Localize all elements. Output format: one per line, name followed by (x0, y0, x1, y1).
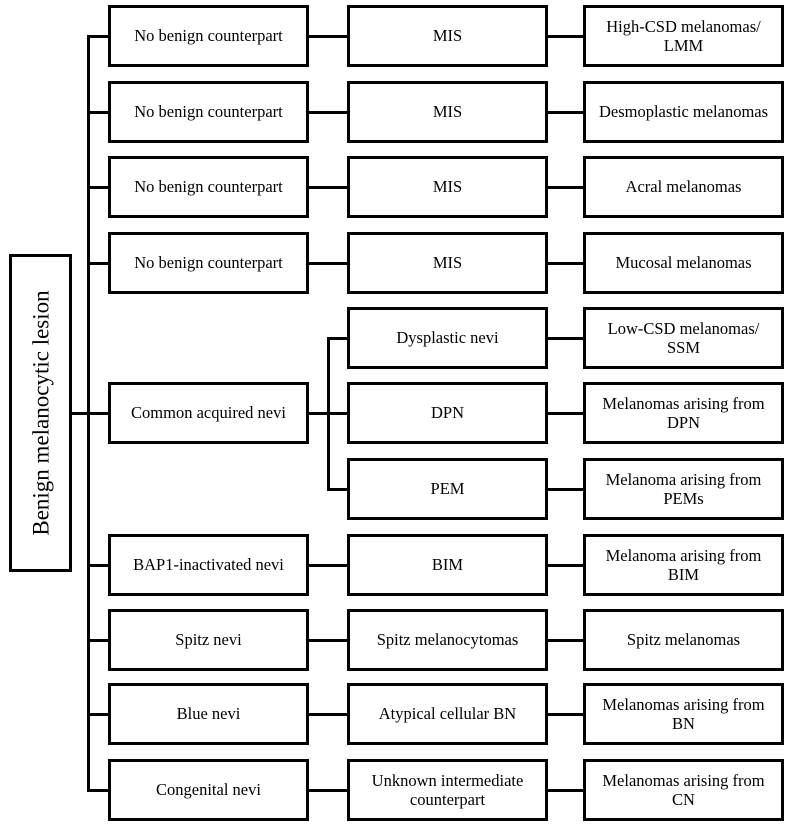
connector-c2c3-row10 (548, 713, 583, 716)
node-intermediate-dysplastic-nevi: Dysplastic nevi (347, 307, 548, 369)
connector-c1c2-row9 (309, 639, 347, 642)
node-intermediate-atypical-cellular-bn: Atypical cellular BN (347, 683, 548, 745)
node-benign-row3: No benign counterpart (108, 156, 309, 218)
connector-c1c2-row3 (309, 186, 347, 189)
connector-c2c3-row5 (548, 337, 583, 340)
connector-c2c3-row4 (548, 262, 583, 265)
node-malignant-acral: Acral melanomas (583, 156, 784, 218)
node-malignant-from-pems: Melanoma arising from PEMs (583, 458, 784, 520)
node-benign-spitz-nevi: Spitz nevi (108, 609, 309, 671)
node-benign-blue-nevi: Blue nevi (108, 683, 309, 745)
node-intermediate-pem: PEM (347, 458, 548, 520)
connector-c1c2-row10 (309, 713, 347, 716)
connector-trunk-row8 (88, 564, 108, 567)
node-benign-common-acquired-nevi: Common acquired nevi (108, 382, 309, 444)
node-intermediate-bim: BIM (347, 534, 548, 596)
node-malignant-spitz-melanomas: Spitz melanomas (583, 609, 784, 671)
node-benign-row4: No benign counterpart (108, 232, 309, 294)
node-benign-row1: No benign counterpart (108, 5, 309, 67)
root-label: Benign melanocytic lesion (27, 290, 53, 536)
connector-c1c2-row8 (309, 564, 347, 567)
node-malignant-high-csd-lmm: High-CSD melanomas/ LMM (583, 5, 784, 67)
connector-c2c3-row8 (548, 564, 583, 567)
node-intermediate-unknown-counterpart: Unknown intermediate counterpart (347, 759, 548, 821)
connector-trunk-row11 (88, 789, 108, 792)
connector-c1c2-row2 (309, 111, 347, 114)
connector-branch-common-acquired (327, 337, 330, 491)
connector-trunk-row4 (88, 262, 108, 265)
node-root-benign-melanocytic-lesion: Benign melanocytic lesion (9, 254, 72, 572)
node-malignant-mucosal: Mucosal melanomas (583, 232, 784, 294)
node-intermediate-row3: MIS (347, 156, 548, 218)
connector-trunk-row3 (88, 186, 108, 189)
node-malignant-from-bim: Melanoma arising from BIM (583, 534, 784, 596)
connector-branch-pem (328, 488, 347, 491)
node-malignant-from-bn: Melanomas arising from BN (583, 683, 784, 745)
connector-trunk-row1 (88, 35, 108, 38)
connector-c2c3-row7 (548, 488, 583, 491)
connector-trunk-row6 (88, 412, 108, 415)
node-malignant-desmoplastic: Desmoplastic melanomas (583, 81, 784, 143)
node-intermediate-row1: MIS (347, 5, 548, 67)
connector-trunk-row9 (88, 639, 108, 642)
connector-c1c2-row1 (309, 35, 347, 38)
connector-trunk-row2 (88, 111, 108, 114)
connector-c2c3-row11 (548, 789, 583, 792)
connector-c1c2-row11 (309, 789, 347, 792)
connector-c2c3-row1 (548, 35, 583, 38)
connector-trunk-row10 (88, 713, 108, 716)
node-malignant-from-cn: Melanomas arising from CN (583, 759, 784, 821)
node-malignant-low-csd-ssm: Low-CSD melanomas/ SSM (583, 307, 784, 369)
connector-root-to-trunk (72, 412, 90, 415)
node-benign-congenital-nevi: Congenital nevi (108, 759, 309, 821)
connector-c2c3-row2 (548, 111, 583, 114)
connector-c2c3-row3 (548, 186, 583, 189)
connector-c2c3-row9 (548, 639, 583, 642)
node-intermediate-row2: MIS (347, 81, 548, 143)
node-malignant-from-dpn: Melanomas arising from DPN (583, 382, 784, 444)
connector-c2c3-row6 (548, 412, 583, 415)
connector-c1c2-row4 (309, 262, 347, 265)
connector-branch-dysplastic (328, 337, 347, 340)
node-intermediate-dpn: DPN (347, 382, 548, 444)
node-benign-row2: No benign counterpart (108, 81, 309, 143)
node-intermediate-spitz-melanocytomas: Spitz melanocytomas (347, 609, 548, 671)
node-intermediate-row4: MIS (347, 232, 548, 294)
node-benign-bap1-inactivated-nevi: BAP1-inactivated nevi (108, 534, 309, 596)
